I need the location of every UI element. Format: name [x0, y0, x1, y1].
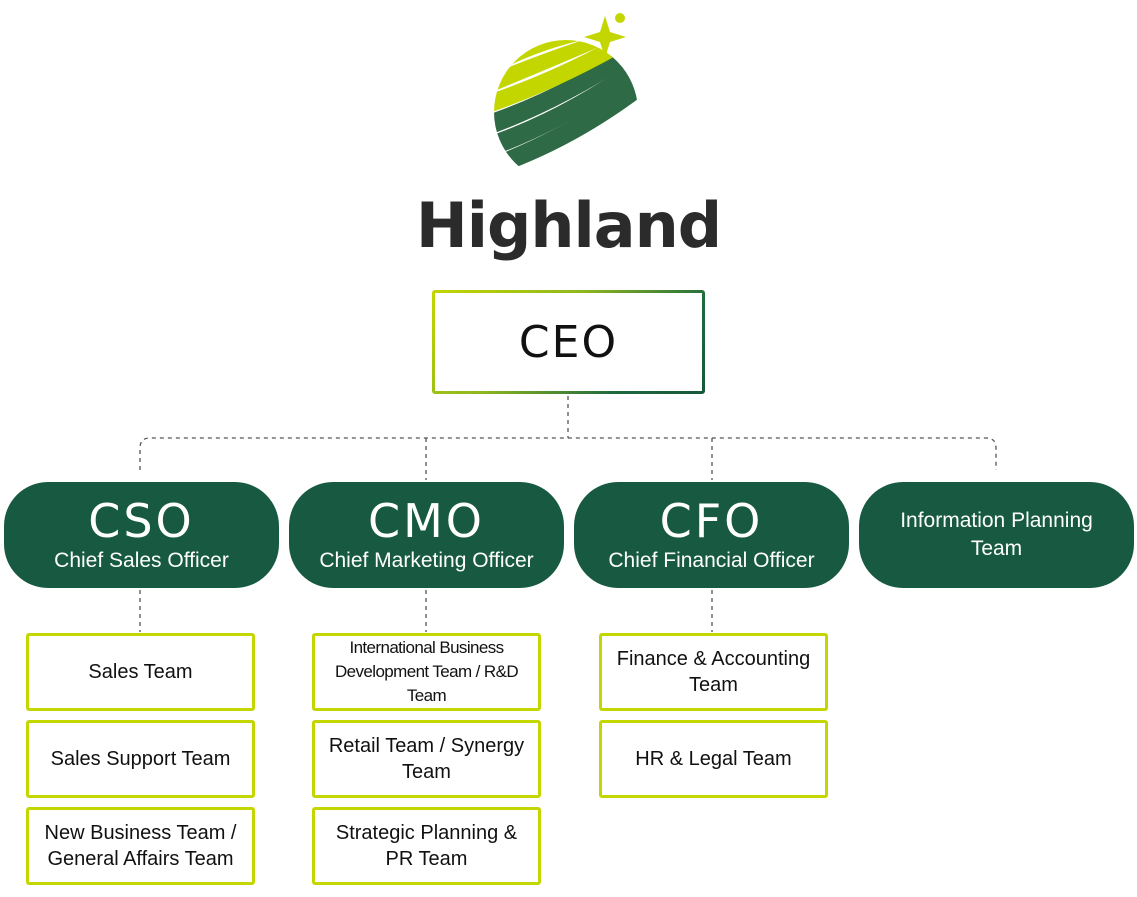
cso-title: Chief Sales Officer — [54, 549, 229, 572]
ceo-box: CEO — [432, 290, 705, 394]
cfo-abbr: CFO — [659, 494, 764, 548]
team-sales-support: Sales Support Team — [26, 720, 255, 798]
cmo-title: Chief Marketing Officer — [319, 549, 534, 572]
ceo-label: CEO — [518, 316, 619, 368]
information-planning-team-label: Information Planning Team — [900, 509, 1093, 560]
team-strategic-planning-pr: Strategic Planning & PR Team — [312, 807, 541, 885]
team-retail-synergy: Retail Team / Synergy Team — [312, 720, 541, 798]
cfo-box: CFO Chief Financial Officer — [574, 482, 849, 588]
team-international-business-rd: International Business Development Team … — [312, 633, 541, 711]
team-finance-accounting: Finance & Accounting Team — [599, 633, 828, 711]
highland-globe-logo-icon — [494, 13, 638, 184]
team-hr-legal: HR & Legal Team — [599, 720, 828, 798]
cso-box: CSO Chief Sales Officer — [4, 482, 279, 588]
team-new-business-general-affairs: New Business Team / General Affairs Team — [26, 807, 255, 885]
team-sales: Sales Team — [26, 633, 255, 711]
cmo-box: CMO Chief Marketing Officer — [289, 482, 564, 588]
brand-name: Highland — [415, 189, 722, 262]
information-planning-team-box: Information Planning Team — [859, 482, 1134, 588]
cmo-abbr: CMO — [367, 494, 485, 548]
cfo-title: Chief Financial Officer — [608, 549, 815, 572]
star-icon — [584, 16, 626, 58]
cso-abbr: CSO — [88, 494, 195, 548]
